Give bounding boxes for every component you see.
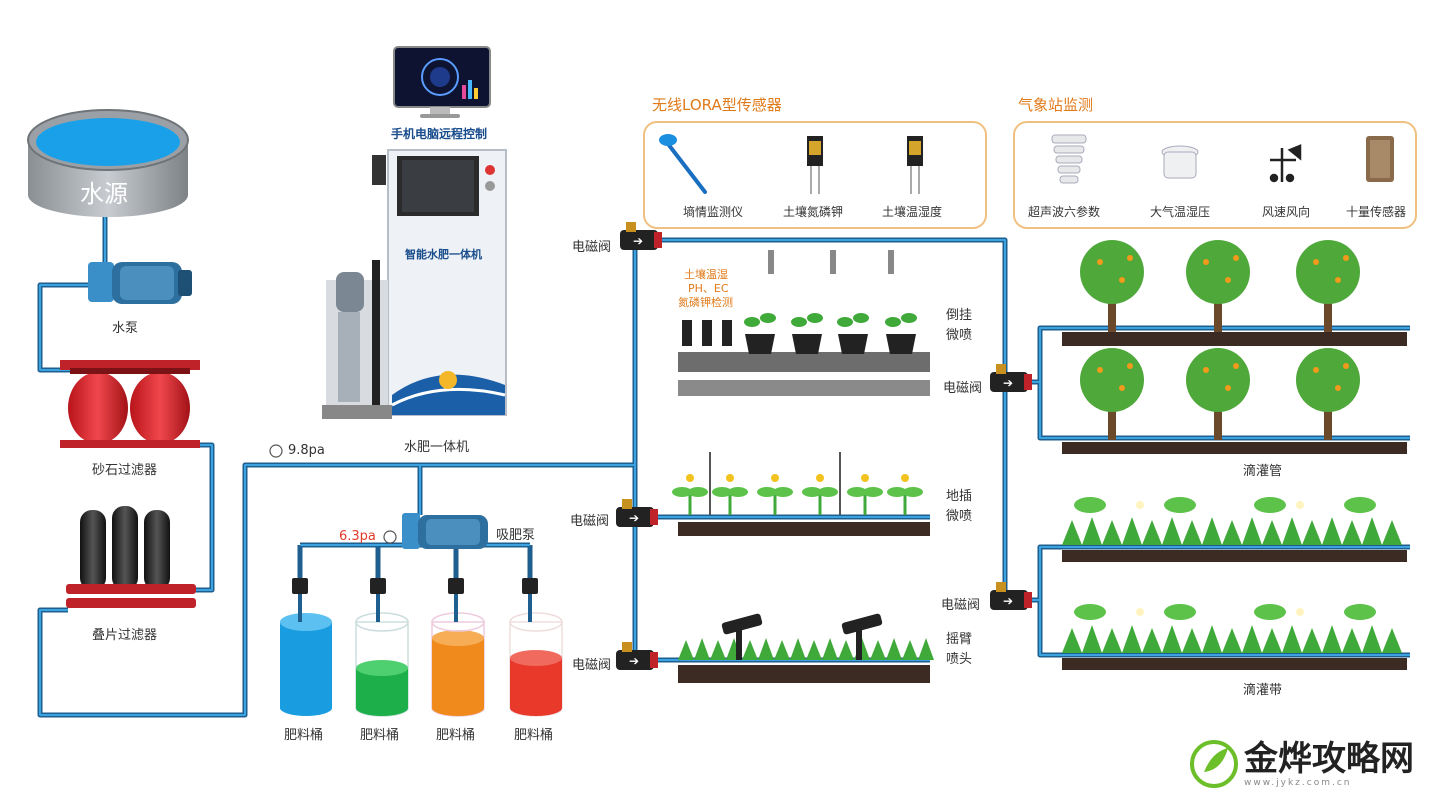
zone-label-line: 微喷 <box>946 328 973 343</box>
orchard-rows <box>1062 240 1407 454</box>
drip-pipe-label: 滴灌管 <box>1243 464 1283 479</box>
rocker-spray-bed <box>678 613 934 683</box>
tank-label: 肥料桶 <box>436 728 476 743</box>
tank-label: 肥料桶 <box>284 728 324 743</box>
valve-label: 电磁阀 <box>570 514 610 529</box>
weather-item-label: 大气温湿压 <box>1150 205 1211 219</box>
pressure-label-1: 9.8pa <box>288 443 325 458</box>
sand-filter <box>60 360 200 448</box>
tank-label: 肥料桶 <box>514 728 554 743</box>
tank-label: 肥料桶 <box>360 728 400 743</box>
water-source-label: 水源 <box>80 180 128 208</box>
drip-tape-label: 滴灌带 <box>1243 683 1283 698</box>
sensor-icons <box>659 134 923 194</box>
valve-label: 电磁阀 <box>943 381 983 396</box>
disc-filter-label: 叠片过滤器 <box>92 628 158 643</box>
watermark-logo-icon <box>1190 740 1238 788</box>
weather-item-label: 超声波六参数 <box>1028 205 1101 219</box>
sensor-item-label: 墒情监测仪 <box>683 205 744 219</box>
svg-text:➔: ➔ <box>1003 376 1013 390</box>
remote-control-label: 手机电脑远程控制 <box>391 127 488 141</box>
pressure-gauge-icon <box>269 444 397 544</box>
suction-pump-label: 吸肥泵 <box>496 528 536 543</box>
weather-title: 气象站监测 <box>1018 96 1094 114</box>
watermark: 金烨攻略网 www.jykz.com.cn <box>1244 740 1421 792</box>
pressure-label-2: 6.3pa <box>339 529 376 544</box>
integrator-panel-label: 智能水肥一体机 <box>405 248 482 261</box>
vegetable-rows <box>1062 497 1407 670</box>
water-pump <box>88 262 192 304</box>
zone-label-line: 地插 <box>946 489 973 504</box>
svg-text:➔: ➔ <box>629 654 639 668</box>
integrator-label: 水肥一体机 <box>404 440 470 455</box>
soil-note-line: 氮磷钾检测 <box>678 296 733 309</box>
solenoid-valves: ➔ ➔ ➔ ➔ ➔ <box>616 222 1032 670</box>
ground-spray-bed <box>672 452 930 536</box>
valve-label: 电磁阀 <box>572 240 612 255</box>
sensor-item-label: 土壤温湿度 <box>882 205 943 219</box>
sand-filter-label: 砂石过滤器 <box>92 463 158 478</box>
valve-label: 电磁阀 <box>572 658 612 673</box>
soil-note-line: 土壤温湿 <box>684 268 728 281</box>
zone-label-hanging: 倒挂 微喷 <box>942 306 977 346</box>
weather-icons <box>1051 134 1394 184</box>
svg-text:➔: ➔ <box>633 234 643 248</box>
water-source-tank <box>27 109 189 217</box>
suction-pump <box>402 513 488 549</box>
zone-label-ground: 地插 微喷 <box>942 487 977 527</box>
weather-item-label: 风速风向 <box>1262 205 1311 219</box>
disc-filter <box>66 506 196 608</box>
fertilizer-buckets <box>280 578 563 717</box>
svg-text:➔: ➔ <box>629 511 639 525</box>
remote-monitor <box>393 46 491 118</box>
soil-note-line: PH、EC <box>688 282 729 295</box>
svg-text:➔: ➔ <box>1003 594 1013 608</box>
valve-label: 电磁阀 <box>941 598 981 613</box>
watermark-text: 金烨攻略网 <box>1244 739 1414 779</box>
zone-label-line: 摇臂 <box>946 632 973 647</box>
sensors-title: 无线LORA型传感器 <box>652 96 782 114</box>
sensor-item-label: 土壤氮磷钾 <box>783 205 844 219</box>
weather-box <box>1013 121 1417 229</box>
integrator-machine <box>322 149 507 419</box>
hanging-spray-bed <box>678 250 930 396</box>
watermark-url: www.jykz.com.cn <box>1244 778 1352 788</box>
zone-label-line: 倒挂 <box>946 308 973 323</box>
zone-label-line: 喷头 <box>946 652 973 667</box>
zone-label-line: 微喷 <box>946 509 973 524</box>
weather-item-label: 十量传感器 <box>1346 205 1407 219</box>
pump-label: 水泵 <box>112 321 139 336</box>
zone-label-rocker: 摇臂 喷头 <box>942 630 977 670</box>
sensors-box <box>643 121 987 229</box>
